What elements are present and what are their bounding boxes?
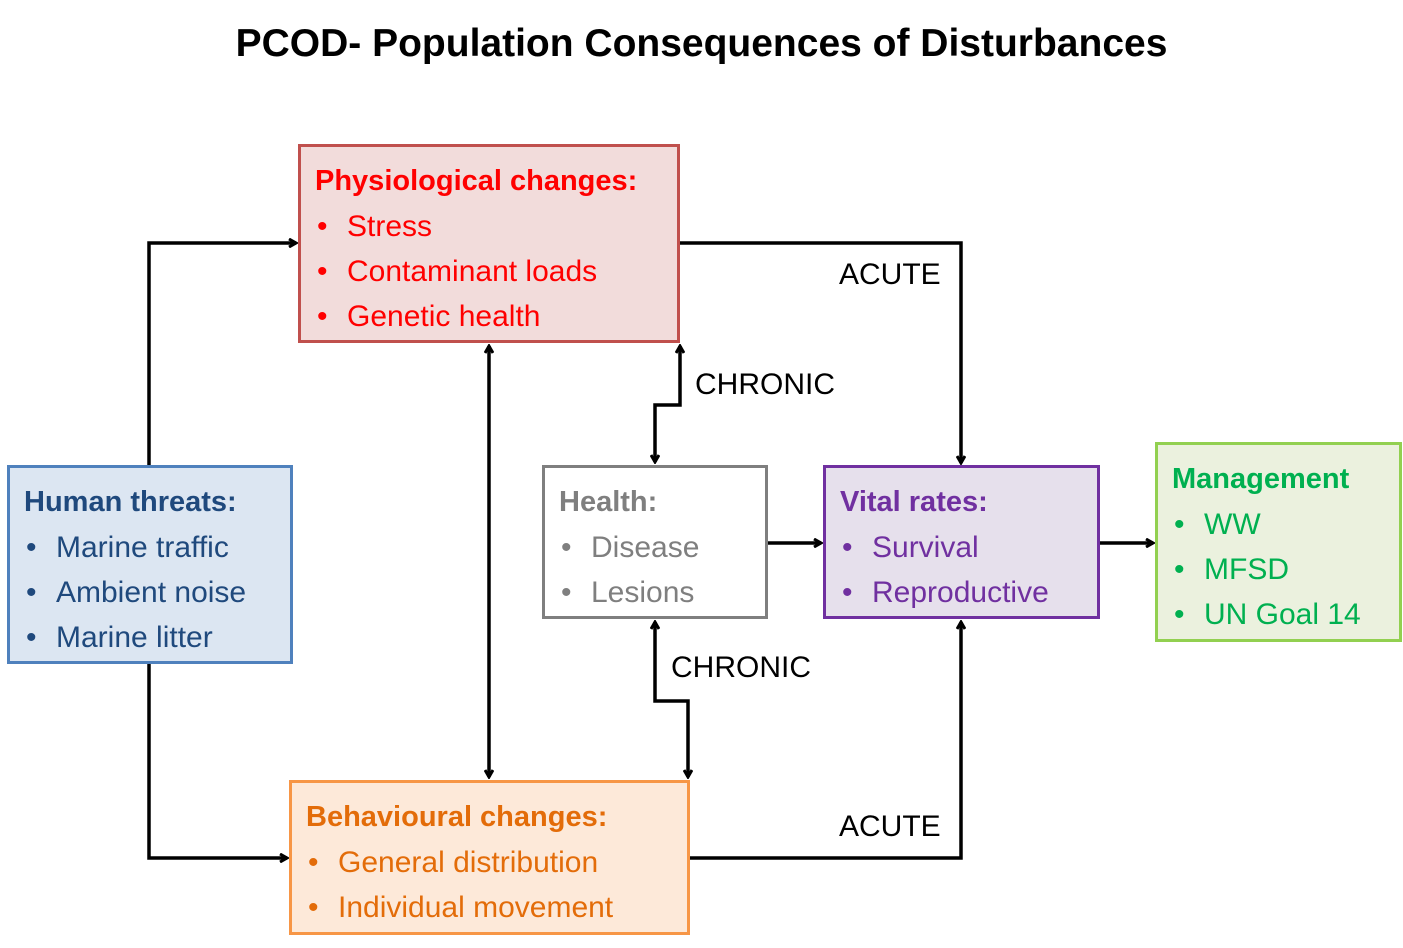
arrow-physiological-health [655,346,680,462]
human-threats-item: Marine traffic [24,525,290,570]
management-heading: Management [1172,463,1350,495]
edge-label-acute-top: ACUTE [839,258,941,291]
behavioural-item: Individual movement [306,885,687,930]
vital-rates-item: Reproductive [840,570,1097,615]
behavioural-heading: Behavioural changes: [306,801,608,833]
human-threats-item: Marine litter [24,615,290,660]
management-item: UN Goal 14 [1172,592,1399,637]
vital-rates-item: Survival [840,525,1097,570]
physiological-item: Genetic health [315,294,677,339]
arrow-human-to-physiological [147,243,296,465]
health-item: Disease [559,525,765,570]
arrow-human-to-behavioural [147,664,287,858]
management-item: MFSD [1172,547,1399,592]
management-item: WW [1172,502,1399,547]
physiological-changes-box: Physiological changes: Stress Contaminan… [298,144,680,343]
management-box: Management WW MFSD UN Goal 14 [1155,442,1402,642]
edge-label-chronic-bottom: CHRONIC [671,651,811,684]
behavioural-item: General distribution [306,840,687,885]
physiological-heading: Physiological changes: [315,165,638,197]
human-threats-heading: Human threats: [24,486,237,518]
arrow-physiological-to-vital [680,241,961,463]
behavioural-changes-box: Behavioural changes: General distributio… [289,780,690,935]
arrow-behavioural-to-vital [690,622,961,860]
vital-rates-box: Vital rates: Survival Reproductive [823,465,1100,619]
health-box: Health: Disease Lesions [542,465,768,619]
arrow-health-behavioural [655,622,688,777]
vital-rates-heading: Vital rates: [840,486,988,518]
human-threats-box: Human threats: Marine traffic Ambient no… [7,465,293,664]
edge-label-acute-bottom: ACUTE [839,810,941,843]
human-threats-item: Ambient noise [24,570,290,615]
edge-label-chronic-top: CHRONIC [695,368,835,401]
physiological-item: Contaminant loads [315,249,677,294]
diagram-title: PCOD- Population Consequences of Disturb… [235,22,1168,65]
health-heading: Health: [559,486,658,518]
physiological-item: Stress [315,204,677,249]
health-item: Lesions [559,570,765,615]
